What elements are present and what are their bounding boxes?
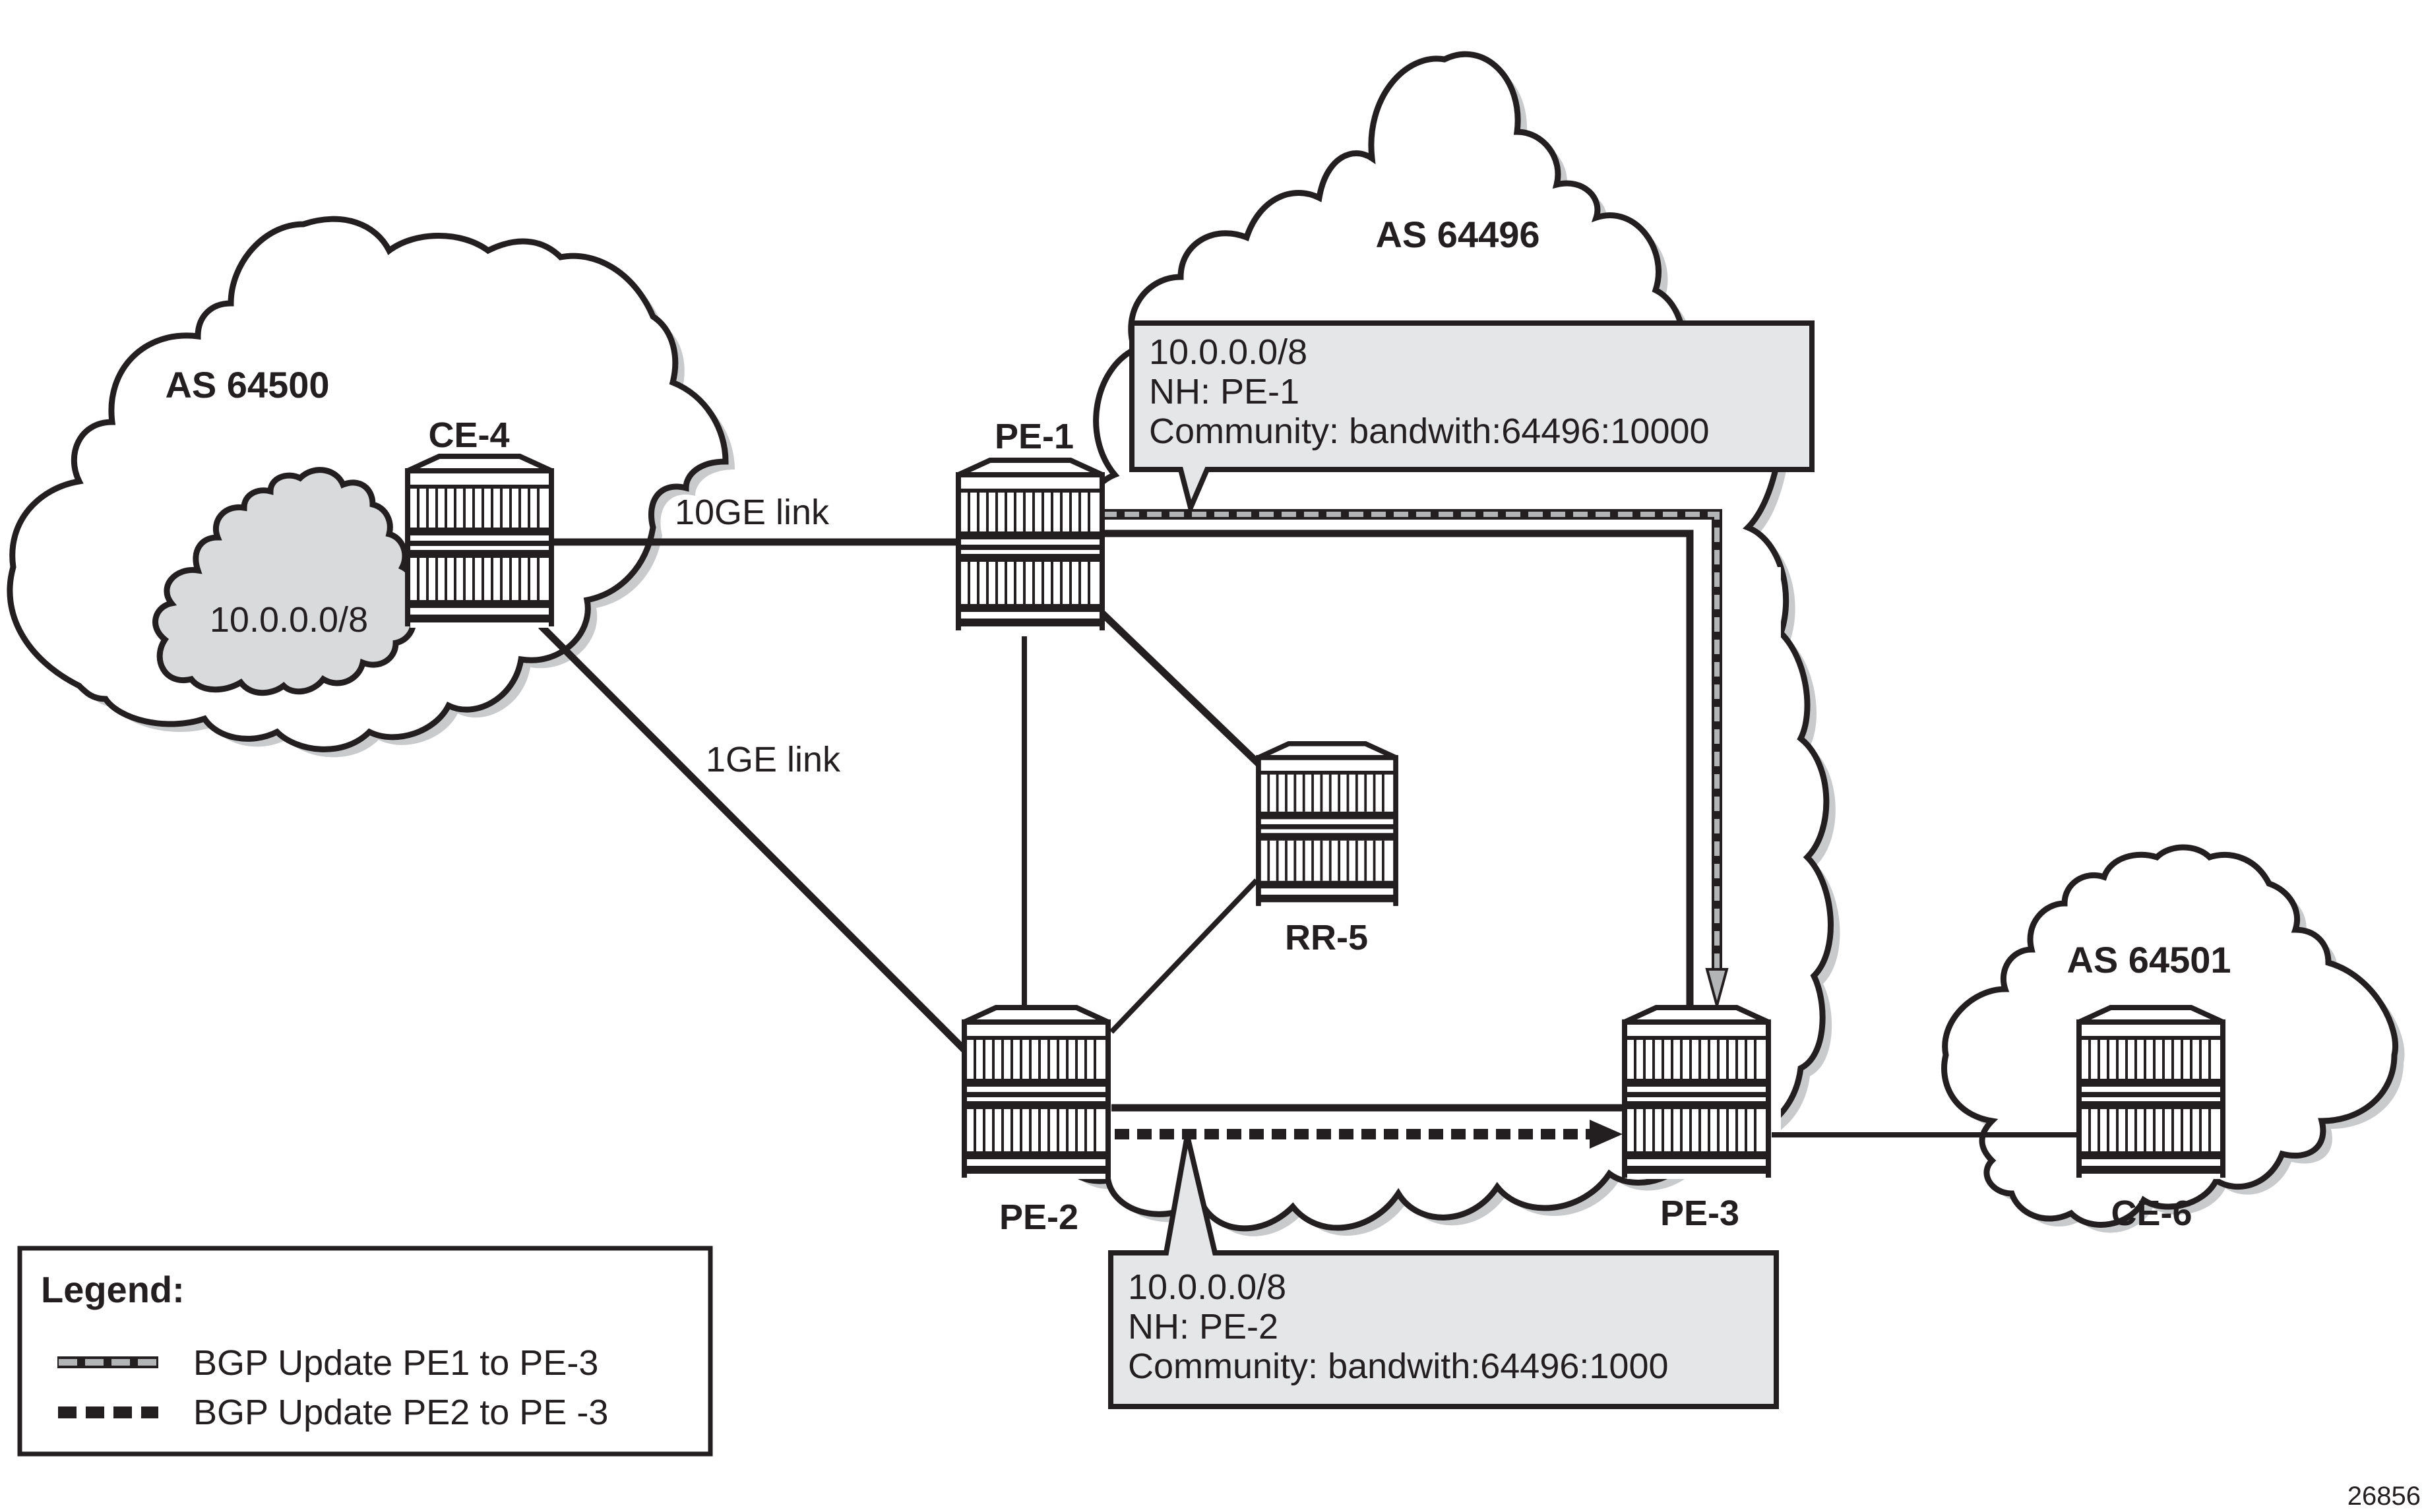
prefix-cloud — [152, 467, 418, 696]
link-pe1-pe3[interactable] — [1102, 529, 1694, 1009]
callout-pe1-update: 10.0.0.0/8 NH: PE-1 Community: bandwith:… — [1129, 320, 1815, 516]
legend: Legend: BGP Update PE1 to PE-3 BGP Updat… — [17, 1246, 713, 1457]
legend-item-pe2-update: BGP Update PE2 to PE -3 — [58, 1393, 608, 1432]
router-pe1[interactable]: PE-1 — [958, 417, 1102, 632]
arrowhead-pe3-icon — [1705, 968, 1729, 1011]
node-label: RR-5 — [1285, 918, 1368, 957]
link-label-10ge: 10GE link — [675, 493, 830, 532]
node-label: CE-4 — [428, 415, 509, 455]
callout-line: Community: bandwith:64496:1000 — [1128, 1346, 1669, 1386]
router-rr5[interactable]: RR-5 — [1259, 744, 1396, 957]
link-label-1ge: 1GE link — [706, 740, 841, 779]
cloud-as64500 — [7, 216, 735, 758]
legend-label: BGP Update PE2 to PE -3 — [193, 1393, 608, 1432]
callout-line: Community: bandwith:64496:10000 — [1149, 411, 1710, 451]
router-icon — [1625, 1008, 1768, 1179]
links — [538, 529, 2079, 1137]
callout-line: NH: PE-1 — [1149, 372, 1299, 411]
figure-id: 26856 — [2347, 1482, 2421, 1511]
as-label-64496: AS 64496 — [1375, 214, 1539, 255]
node-label: PE-3 — [1660, 1194, 1739, 1233]
arrowhead-pe3-icon — [1590, 1120, 1623, 1149]
router-icon — [958, 460, 1102, 632]
prefix-label: 10.0.0.0/8 — [210, 600, 368, 640]
router-icon — [408, 456, 551, 628]
router-ce6[interactable]: CE-6 — [2079, 1008, 2223, 1233]
node-label: PE-1 — [995, 417, 1074, 456]
callout-line: 10.0.0.0/8 — [1149, 332, 1307, 372]
callout-pe2-update: 10.0.0.0/8 NH: PE-2 Community: bandwith:… — [1108, 1135, 1779, 1409]
legend-label: BGP Update PE1 to PE-3 — [193, 1343, 598, 1383]
router-icon — [1259, 744, 1396, 907]
router-pe3[interactable]: PE-3 — [1625, 1008, 1768, 1233]
legend-title: Legend: — [41, 1269, 185, 1310]
bgp-update-pe2-pe3 — [1115, 1120, 1623, 1149]
link-ce4-pe2[interactable] — [538, 623, 972, 1058]
as-label-64501: AS 64501 — [2067, 939, 2231, 981]
link-pe2-rr5[interactable] — [1109, 878, 1259, 1034]
node-label: PE-2 — [999, 1197, 1078, 1237]
router-pe2[interactable]: PE-2 — [964, 1008, 1108, 1237]
router-icon — [964, 1008, 1108, 1179]
callout-line: NH: PE-2 — [1128, 1307, 1278, 1346]
bgp-update-pe1-pe3 — [1102, 509, 1729, 1011]
as-label-64500: AS 64500 — [165, 364, 329, 406]
node-label: CE-6 — [2111, 1194, 2192, 1233]
link-pe1-rr5[interactable] — [1100, 611, 1262, 768]
legend-item-pe1-update: BGP Update PE1 to PE-3 — [57, 1343, 598, 1383]
router-icon — [2079, 1008, 2223, 1179]
router-ce4[interactable]: CE-4 — [408, 415, 551, 628]
callout-line: 10.0.0.0/8 — [1128, 1267, 1286, 1307]
